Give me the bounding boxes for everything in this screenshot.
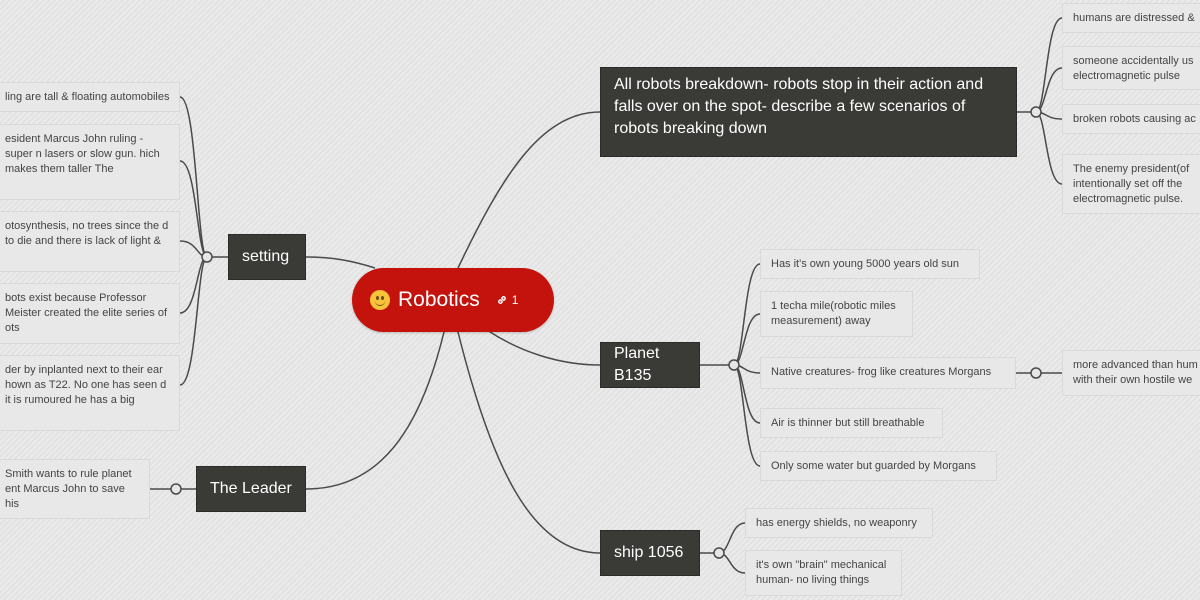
collapse-handle-ship	[713, 547, 725, 559]
branch-setting-label: setting	[242, 248, 290, 265]
branch-the-leader-label: The Leader	[210, 480, 292, 497]
leaf-air-thinner[interactable]: Air is thinner but still breathable	[760, 408, 943, 438]
connector-center-planet	[486, 329, 601, 366]
collapse-handle-leader	[170, 483, 182, 495]
branch-the-leader[interactable]: The Leader	[196, 466, 306, 512]
connector-center-breakdown	[457, 111, 601, 269]
leaf-broken-robots[interactable]: broken robots causing ac	[1062, 104, 1200, 134]
collapse-handle-breakdown	[1030, 106, 1042, 118]
leaf-energy-shields[interactable]: has energy shields, no weaponry	[745, 508, 933, 538]
leaf-native-creatures[interactable]: Native creatures- frog like creatures Mo…	[760, 357, 1016, 389]
leaf-humans-distressed[interactable]: humans are distressed &	[1062, 3, 1200, 33]
branch-robots-breakdown-label: All robots breakdown- robots stop in the…	[614, 76, 984, 137]
central-node[interactable]: Robotics 1	[352, 268, 554, 332]
collapse-handle-setting	[201, 251, 213, 263]
connector-center-setting	[305, 256, 376, 269]
leaf-young-sun[interactable]: Has it's own young 5000 years old sun	[760, 249, 980, 279]
leaf-photosynthesis[interactable]: otosynthesis, no trees since the d to di…	[0, 211, 180, 272]
branch-setting[interactable]: setting	[228, 234, 306, 280]
leaf-own-brain[interactable]: it's own "brain" mechanical human- no li…	[745, 550, 902, 596]
central-title: Robotics	[398, 288, 480, 311]
leaf-tall-floating[interactable]: ling are tall & floating automobiles	[0, 82, 180, 112]
leaf-techa-mile[interactable]: 1 techa mile(robotic miles measurement) …	[760, 291, 913, 337]
leaf-water-guarded[interactable]: Only some water but guarded by Morgans	[760, 451, 997, 481]
collapse-handle-native	[1030, 367, 1042, 379]
leaf-electromagnetic-accident[interactable]: someone accidentally us electromagnetic …	[1062, 46, 1200, 90]
branch-ship-1056-label: ship 1056	[614, 544, 684, 561]
connector-center-ship	[457, 331, 601, 554]
leaf-robots-exist[interactable]: bots exist because Professor Meister cre…	[0, 283, 180, 344]
link-badge[interactable]: 1	[496, 293, 519, 307]
leaf-more-advanced[interactable]: more advanced than hum with their own ho…	[1062, 350, 1200, 396]
collapse-handle-planet	[728, 359, 740, 371]
leaf-leader-implanted[interactable]: der by inplanted next to their ear hown …	[0, 355, 180, 431]
branch-ship-1056[interactable]: ship 1056	[600, 530, 700, 576]
leaf-enemy-president[interactable]: The enemy president(of intentionally set…	[1062, 154, 1200, 214]
smiley-face-icon	[370, 290, 390, 310]
link-count: 1	[511, 293, 519, 307]
connector-center-leader	[305, 331, 445, 490]
leaf-smith-rule[interactable]: Smith wants to rule planet ent Marcus Jo…	[0, 459, 150, 519]
branch-planet-b135[interactable]: Planet B135	[600, 342, 700, 388]
leaf-president-marcus[interactable]: esident Marcus John ruling -super n lase…	[0, 124, 180, 200]
branch-robots-breakdown[interactable]: All robots breakdown- robots stop in the…	[600, 67, 1017, 157]
branch-planet-b135-label: Planet B135	[614, 345, 660, 384]
link-icon	[497, 296, 506, 304]
